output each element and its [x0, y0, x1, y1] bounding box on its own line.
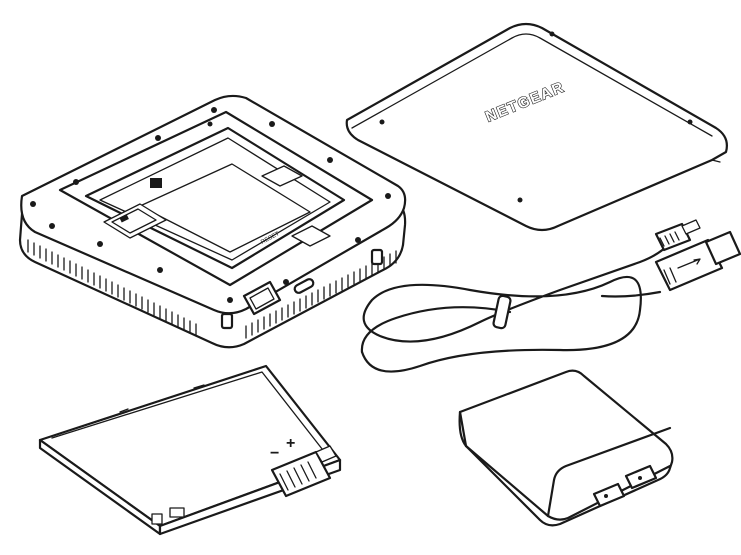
screw-holes — [30, 107, 391, 303]
side-vents-right — [245, 250, 397, 339]
label-sticker — [139, 163, 311, 253]
usb-c-port[interactable] — [293, 278, 315, 294]
battery: − + — [38, 364, 342, 536]
battery-latch — [151, 513, 163, 525]
plus-sign: + — [286, 435, 295, 452]
sim-slot — [103, 203, 167, 239]
connector-block — [150, 178, 162, 188]
cover-screw-holes — [379, 31, 693, 203]
wall-charger — [458, 369, 674, 527]
reset-button[interactable] — [291, 225, 331, 247]
battery-connector — [270, 445, 337, 498]
usb-c-plug — [654, 219, 701, 252]
cable-tie — [492, 294, 512, 330]
usb-a-plug — [654, 230, 741, 292]
power-button[interactable] — [220, 312, 234, 330]
plug-prongs — [592, 464, 658, 508]
side-vents-left — [27, 239, 197, 337]
usb-cable — [360, 219, 741, 373]
usb-arrow-icon — [677, 258, 701, 269]
back-cover: NETGEAR — [345, 22, 728, 232]
side-button[interactable] — [370, 248, 384, 266]
mobile-router: RESET — [18, 94, 407, 349]
battery-tab — [261, 165, 303, 187]
battery-label-box — [169, 507, 185, 518]
minus-sign: − — [270, 445, 279, 462]
ethernet-port[interactable] — [242, 280, 282, 316]
